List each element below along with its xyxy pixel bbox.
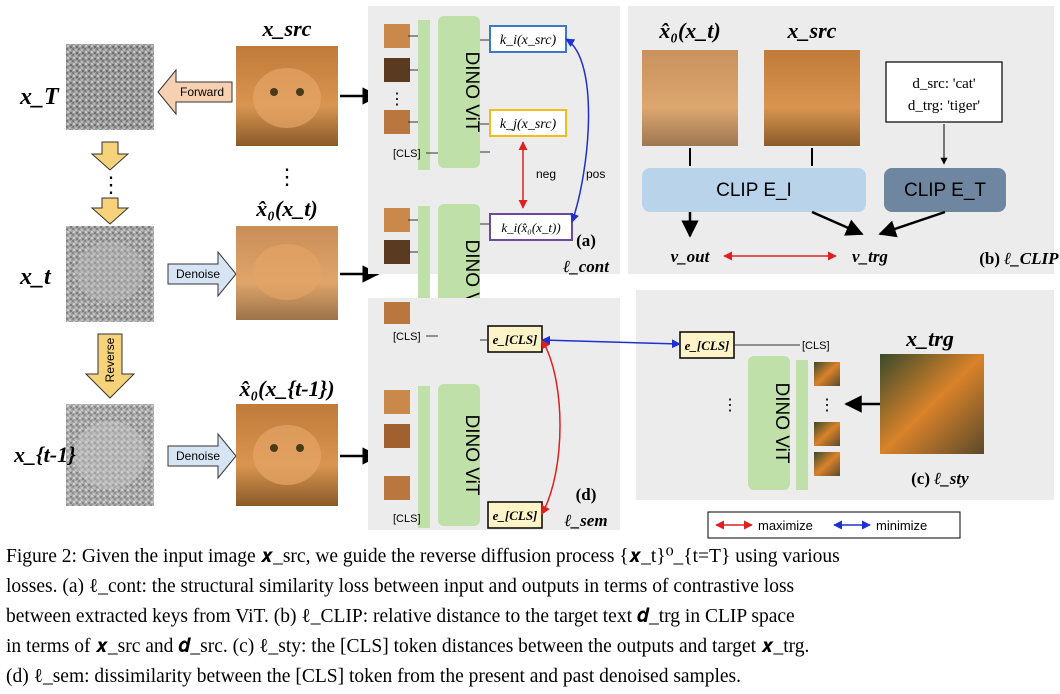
svg-text:ℓ_sem: ℓ_sem [564, 511, 607, 530]
svg-text:k_i(x_src): k_i(x_src) [500, 33, 557, 48]
x-src-label: x_src [262, 16, 312, 41]
svg-text:x_src: x_src [787, 18, 837, 43]
e-cls-box-d2 [487, 501, 543, 529]
panel-c: e_[CLS] [CLS] DINO ViT ⋮ ⋮ x_trg (c) ℓ_s… [636, 290, 1054, 500]
panel-b: x̂₀(x_t) x_src d_src: 'cat' d_trg: 'tige… [628, 6, 1059, 274]
text-prompt-box [885, 61, 1003, 123]
cls-label-a: [CLS] [393, 148, 421, 160]
tiger-image [880, 354, 984, 454]
dino-vit-label-a: DINO ViT [461, 52, 482, 133]
svg-text:CLIP E_T: CLIP E_T [904, 180, 986, 201]
dino-vit-block-a [438, 16, 480, 168]
forward-arrow [157, 68, 233, 116]
panel-d: [CLS] e_[CLS] DINO ViT [CLS] e_[CLS] (d)… [368, 298, 620, 530]
key-box-3 [489, 213, 573, 241]
svg-text:d_trg: 'tiger': d_trg: 'tiger' [908, 98, 980, 114]
row-label-xt-1: x_{t-1} [13, 442, 76, 467]
svg-text:x̂₀(x_t): x̂₀(x_t) [658, 18, 720, 43]
forward-label: Forward [180, 85, 224, 99]
method-diagram: x_T x_t x_{t-1} ⋮ Reverse Forward Denois… [13, 6, 1059, 539]
svg-text:(b): (b) [979, 249, 1000, 268]
vdots-left: ⋮ [100, 172, 122, 197]
denoise-label-1: Denoise [176, 267, 220, 281]
svg-text:[CLS]: [CLS] [802, 340, 830, 352]
caption-line-3: between extracted keys from ViT. (b) ℓ_C… [6, 606, 795, 627]
x0-xt-label: x̂₀(x_t) [255, 196, 317, 221]
svg-text:x_trg: x_trg [905, 326, 954, 351]
noise-image-xt [66, 226, 154, 322]
svg-text:CLIP E_I: CLIP E_I [716, 180, 792, 201]
svg-text:pos: pos [586, 167, 605, 181]
key-box-1 [489, 25, 567, 53]
svg-text:[CLS]: [CLS] [393, 331, 421, 343]
reverse-label: Reverse [103, 337, 117, 382]
svg-text:DINO ViT: DINO ViT [771, 383, 792, 464]
legend: maximize minimize [707, 511, 961, 539]
caption-line-1: Figure 2: Given the input image 𝒙_src, w… [6, 546, 840, 567]
dino-vit-block-c [748, 356, 790, 490]
denoise-arrow-1 [167, 250, 237, 298]
e-cls-box-d1 [487, 325, 543, 353]
svg-text:(d): (d) [576, 485, 597, 504]
down-arrow-1 [90, 141, 130, 171]
blurred-cat-image [642, 50, 738, 146]
svg-text:e_[CLS]: e_[CLS] [493, 508, 538, 523]
key-box-2 [489, 109, 567, 137]
vdots-mid: ⋮ [276, 164, 298, 189]
e-cls-box-c [679, 331, 735, 359]
svg-text:(a): (a) [576, 231, 596, 250]
svg-text:e_[CLS]: e_[CLS] [493, 332, 538, 347]
caption-line-4: in terms of 𝒙_src and 𝒅_src. (c) ℓ_sty: … [6, 636, 810, 657]
figure-caption: Figure 2: Given the input image 𝒙_src, w… [6, 542, 1056, 692]
svg-text:d_src: 'cat': d_src: 'cat' [912, 76, 976, 92]
svg-text:v_out: v_out [671, 247, 711, 266]
diffusion-column: x_T x_t x_{t-1} ⋮ Reverse Forward Denois… [13, 16, 380, 506]
svg-text:ℓ_CLIP: ℓ_CLIP [1004, 249, 1059, 268]
svg-text:(c): (c) [911, 469, 930, 488]
noise-image-xT [66, 44, 154, 130]
svg-text:DINO ViT: DINO ViT [461, 415, 482, 496]
noise-image-xt-1 [66, 404, 154, 506]
clip-text-encoder [884, 168, 1006, 212]
dino-vit-block-d [438, 384, 480, 526]
svg-text:v_trg: v_trg [852, 247, 888, 266]
down-arrow-2 [90, 197, 130, 225]
reverse-arrow [84, 333, 136, 399]
denoise-label-2: Denoise [176, 449, 220, 463]
svg-text:⋮: ⋮ [389, 91, 405, 108]
svg-text:ℓ_cont: ℓ_cont [563, 257, 610, 276]
source-cat-image [764, 50, 860, 146]
svg-text:ℓ_sty: ℓ_sty [934, 469, 969, 488]
clip-image-encoder [642, 168, 866, 212]
svg-text:[CLS]: [CLS] [393, 513, 421, 525]
svg-text:k_j(x_src): k_j(x_src) [500, 117, 557, 132]
caption-line-2: losses. (a) ℓ_cont: the structural simil… [6, 576, 795, 597]
svg-text:neg: neg [536, 167, 556, 181]
svg-text:e_[CLS]: e_[CLS] [685, 338, 730, 353]
svg-text:maximize: maximize [758, 518, 813, 533]
svg-text:k_i(x̂₀(x_t)): k_i(x̂₀(x_t)) [501, 220, 560, 235]
caption-line-5: (d) ℓ_sem: dissimilarity between the [CL… [6, 666, 742, 687]
svg-text:⋮: ⋮ [819, 397, 835, 414]
row-label-xT: x_T [19, 84, 60, 110]
x0-xt-1-label: x̂₀(x_{t-1}) [238, 376, 334, 401]
row-label-xt: x_t [19, 264, 52, 290]
denoise-arrow-2 [167, 432, 237, 480]
svg-text:⋮: ⋮ [722, 397, 738, 414]
svg-text:minimize: minimize [876, 518, 927, 533]
